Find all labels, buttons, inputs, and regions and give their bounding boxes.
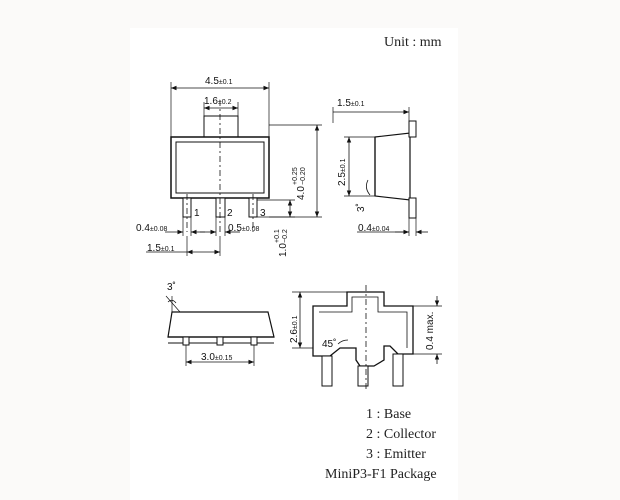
package-name: MiniP3-F1 Package xyxy=(325,467,437,482)
front-view-labels: 2.6±0.1 45˚ 0.4 max. xyxy=(289,312,436,350)
side-view-labels: 1.5±0.1 2.5±0.1 3˚ 0.4±0.04 xyxy=(337,98,389,234)
dim-tab-width: 1.6±0.2 xyxy=(204,96,232,107)
bottom-view-labels: 3˚ 3.0±0.15 xyxy=(167,281,232,363)
side-view xyxy=(332,107,428,236)
legend-pin-emitter: 3 : Emitter xyxy=(366,447,426,462)
top-view-lead-3 xyxy=(248,197,258,218)
dim-front-angle: 45˚ xyxy=(322,338,336,350)
side-view-upper-lead xyxy=(408,120,417,138)
dim-top-height-plus: +0.25 xyxy=(292,167,299,185)
dim-bottom-angle: 3˚ xyxy=(167,281,176,293)
dim-lead-length-minus: −0.2 xyxy=(282,229,289,243)
top-view-labels: 4.5±0.1 1.6±0.2 4.0 +0.25 −0.20 1.0 +0.1… xyxy=(136,76,307,257)
bottom-view-body xyxy=(167,311,275,338)
dim-front-height: 2.6±0.1 xyxy=(289,315,300,343)
front-view-lead-2 xyxy=(357,365,369,387)
pin-legend: 1 : Base 2 : Collector 3 : Emitter xyxy=(366,405,436,465)
side-view-body xyxy=(374,132,411,201)
front-view xyxy=(292,285,442,392)
dim-top-height-minus: −0.20 xyxy=(300,167,307,185)
front-view-lead-3 xyxy=(392,353,404,387)
unit-label: Unit : mm xyxy=(384,35,442,50)
pin-number-1: 1 xyxy=(194,208,200,219)
top-view xyxy=(146,82,322,256)
dim-side-angle: 3˚ xyxy=(355,203,367,212)
bottom-view-lead-3 xyxy=(250,336,258,346)
dim-lead-length-plus: +0.1 xyxy=(274,229,281,243)
top-view-lead-2 xyxy=(215,197,226,218)
dim-side-lead-thickness: 0.4±0.04 xyxy=(358,223,389,234)
top-view-lead-1 xyxy=(182,197,192,218)
bottom-view-lead-1 xyxy=(182,336,190,346)
legend-pin-base: 1 : Base xyxy=(366,407,412,422)
dim-side-top-width: 1.5±0.1 xyxy=(337,98,365,109)
bottom-view-lead-2 xyxy=(216,336,224,346)
top-view-tab xyxy=(203,115,239,139)
legend-pin-collector: 2 : Collector xyxy=(366,427,436,442)
front-view-body xyxy=(312,291,414,367)
front-view-lead-1 xyxy=(321,355,333,387)
dim-lead-length: 1.0 xyxy=(278,243,289,257)
dim-top-width: 4.5±0.1 xyxy=(205,76,233,87)
dim-lead-width-mid: 0.5±0.08 xyxy=(228,223,259,234)
dim-top-height: 4.0 xyxy=(296,186,307,200)
dim-bottom-width: 3.0±0.15 xyxy=(201,352,232,363)
bottom-view xyxy=(165,295,275,366)
dim-side-height: 2.5±0.1 xyxy=(337,158,348,186)
dim-lead-pitch: 1.5±0.1 xyxy=(147,243,175,254)
pin-number-3: 3 xyxy=(260,208,266,219)
dim-front-max: 0.4 max. xyxy=(425,312,436,350)
pin-number-2: 2 xyxy=(227,208,233,219)
drawing-sheet xyxy=(130,28,458,500)
dim-lead-width-left: 0.4±0.08 xyxy=(136,223,167,234)
side-view-lower-lead xyxy=(408,197,417,219)
